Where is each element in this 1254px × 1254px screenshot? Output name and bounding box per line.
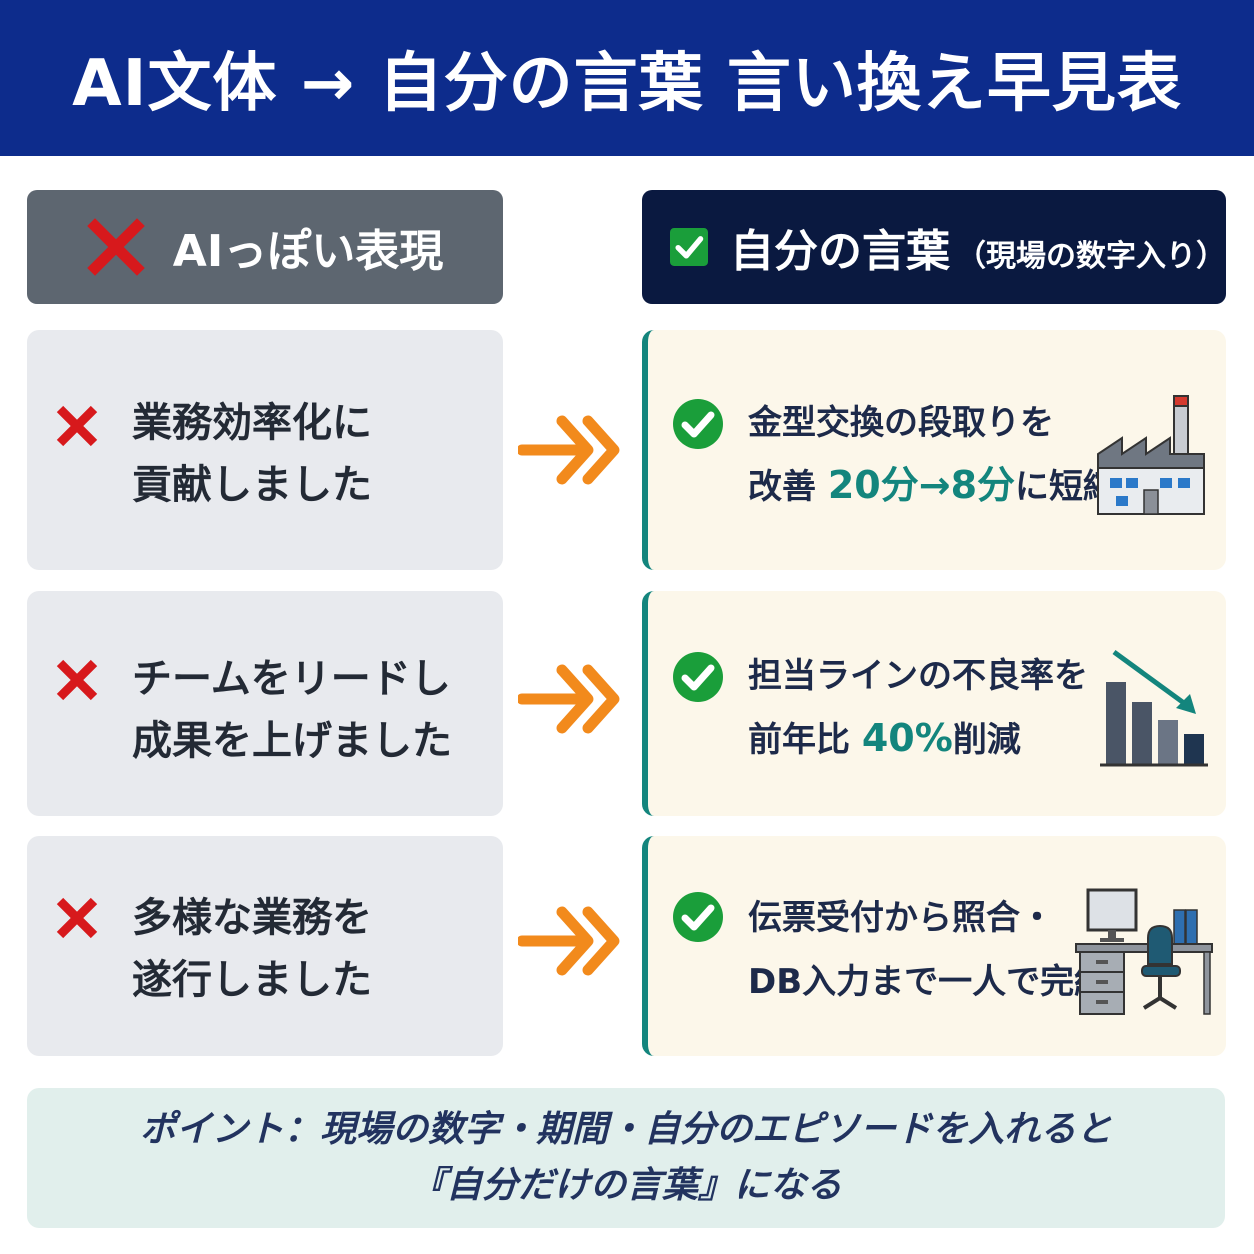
ai-expression-card <box>27 330 503 570</box>
own-words-line: 伝票受付から照合・ <box>748 898 1054 938</box>
cross-icon <box>56 659 98 701</box>
check-circle-icon <box>673 399 723 449</box>
right-header-note: （現場の数字入り） <box>956 239 1226 274</box>
cross-icon <box>56 897 98 939</box>
left-column-header-label: AIっぽい表現 <box>172 226 444 277</box>
cross-icon <box>56 405 98 447</box>
factory-icon <box>1097 395 1205 515</box>
right-column-header: 自分の言葉（現場の数字入り） <box>642 190 1226 304</box>
ai-expression-line: 成果を上げました <box>132 718 452 764</box>
title-bar <box>0 0 1254 156</box>
checkbox-icon <box>670 228 708 266</box>
tip-line: 『自分だけの言葉』になる <box>409 1165 842 1206</box>
own-words-card <box>642 591 1226 816</box>
own-words-text: 伝票受付から照合・ DB入力まで一人で完結 <box>748 887 1108 1013</box>
text-segment: 削減 <box>952 720 1021 760</box>
ai-expression-line: 貢献しました <box>132 462 372 508</box>
office-desk-icon <box>1075 888 1213 1015</box>
right-header-title: 自分の言葉 <box>730 226 950 277</box>
double-arrow-icon <box>518 415 620 485</box>
own-words-line: DB入力まで一人で完結 <box>748 949 1108 1013</box>
text-segment: 改善 <box>748 467 828 507</box>
highlight-number: 40% <box>861 716 953 760</box>
ai-expression-text: 多様な業務を 遂行しました <box>132 887 372 1011</box>
own-words-line: 前年比 40%削減 <box>748 707 1088 771</box>
tip-line: ポイント：現場の数字・期間・自分のエピソードを入れると <box>139 1109 1112 1150</box>
own-words-line: 改善 20分→8分に短縮 <box>748 454 1117 518</box>
ai-expression-line: 業務効率化に <box>132 400 372 446</box>
double-arrow-icon <box>518 906 620 976</box>
own-words-text: 担当ラインの不良率を 前年比 40%削減 <box>748 645 1088 771</box>
text-segment: DB入力まで一人で完結 <box>748 962 1109 1002</box>
ai-expression-line: 多様な業務を <box>132 895 372 941</box>
left-column-header: AIっぽい表現 <box>27 190 503 304</box>
own-words-text: 金型交換の段取りを 改善 20分→8分に短縮 <box>748 392 1117 518</box>
ai-expression-text: 業務効率化に 貢献しました <box>132 392 372 516</box>
ai-expression-card <box>27 591 503 816</box>
ai-expression-card <box>27 836 503 1056</box>
ai-expression-text: チームをリードし 成果を上げました <box>132 648 452 772</box>
ai-expression-line: チームをリードし <box>132 656 451 702</box>
check-circle-icon <box>673 892 723 942</box>
cross-icon <box>87 218 145 276</box>
ai-expression-line: 遂行しました <box>132 957 372 1003</box>
double-arrow-icon <box>518 664 620 734</box>
own-words-line: 金型交換の段取りを <box>748 403 1054 443</box>
own-words-line: 担当ラインの不良率を <box>748 656 1088 696</box>
right-column-header-label: 自分の言葉（現場の数字入り） <box>730 215 1226 279</box>
page-title: AI文体 → 自分の言葉 言い換え早見表 <box>72 47 1182 121</box>
declining-bar-chart-icon <box>1100 649 1208 767</box>
tip-box: ポイント：現場の数字・期間・自分のエピソードを入れると 『自分だけの言葉』になる <box>27 1088 1225 1228</box>
highlight-number: 20分→8分 <box>827 463 1016 507</box>
check-circle-icon <box>673 652 723 702</box>
text-segment: 前年比 <box>748 720 862 760</box>
